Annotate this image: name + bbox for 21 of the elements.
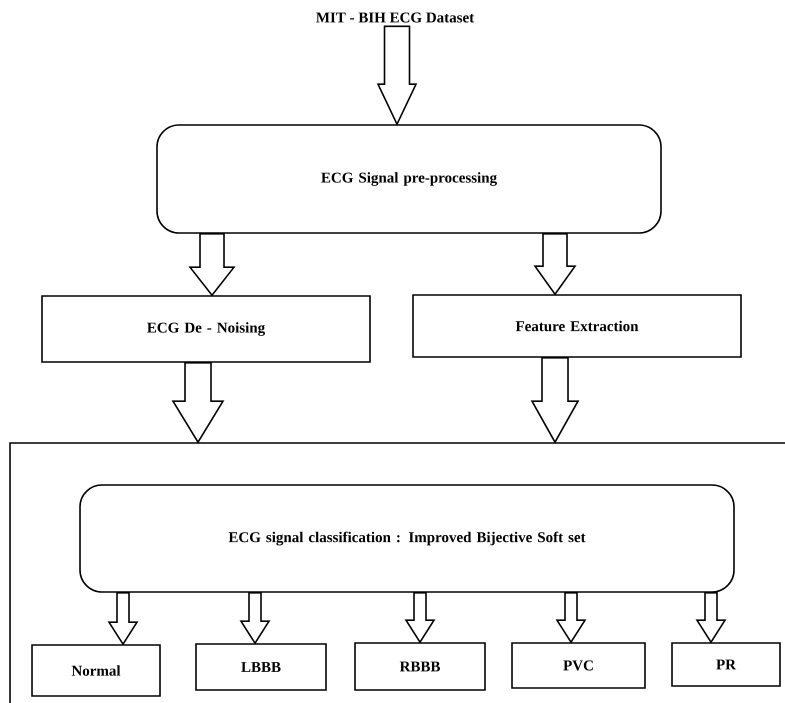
- process-box: Normal: [31, 644, 161, 697]
- process-box: ECG De - Noising: [41, 295, 371, 363]
- block-arrow: [556, 592, 586, 644]
- process-box: LBBB: [195, 643, 327, 691]
- process-box: Feature Extraction: [412, 294, 742, 358]
- block-arrow: [696, 592, 726, 644]
- block-arrow: [240, 592, 270, 645]
- block-arrow: [108, 592, 138, 646]
- process-box: RBBB: [354, 642, 486, 691]
- block-arrow: [172, 362, 224, 444]
- block-arrow: [188, 233, 236, 296]
- process-box: ECG signal classification : Improved Bijective Soft set: [79, 484, 735, 593]
- process-box: ECG Signal pre-processing: [156, 124, 662, 234]
- source-label: MIT - BIH ECG Dataset: [316, 12, 474, 23]
- process-box: PVC: [511, 642, 646, 689]
- block-arrow: [533, 233, 577, 296]
- block-arrow: [376, 26, 418, 126]
- block-arrow: [404, 592, 436, 644]
- block-arrow: [530, 357, 580, 444]
- process-box: PR: [671, 642, 781, 687]
- group-frame: [9, 442, 785, 703]
